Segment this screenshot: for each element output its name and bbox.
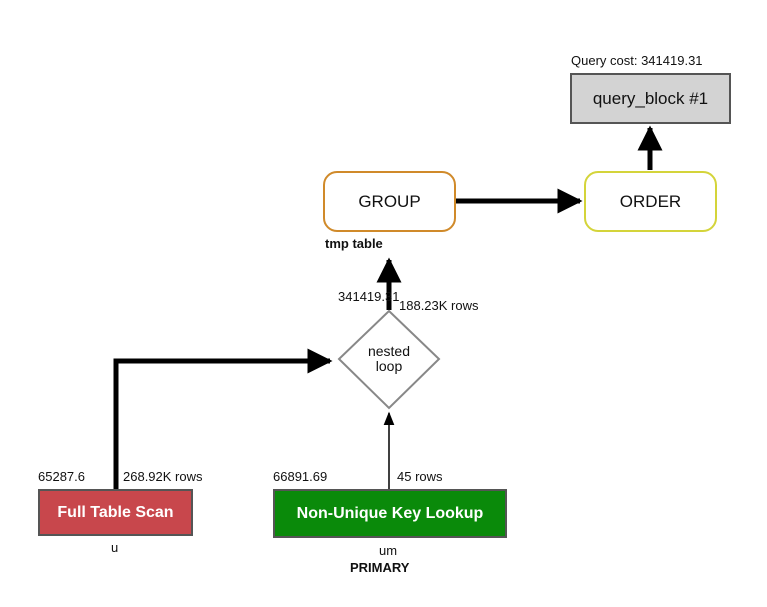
key-lookup-table-label: um: [379, 543, 398, 558]
key-lookup-node[interactable]: Non-Unique Key Lookup: [273, 489, 507, 538]
group-tmp-table-label: tmp table: [325, 236, 383, 251]
nested-loop-cost-label: 341419.31: [338, 289, 400, 304]
key-lookup-rows-label: 45 rows: [397, 469, 443, 484]
query-cost-label: Query cost: 341419.31: [571, 53, 703, 68]
group-node[interactable]: GROUP: [323, 171, 456, 232]
full-table-scan-rows-label: 268.92K rows: [123, 469, 203, 484]
key-lookup-label: Non-Unique Key Lookup: [296, 504, 484, 522]
nested-loop-diamond: [337, 309, 441, 410]
group-label: GROUP: [358, 191, 421, 211]
nested-loop-label-line2: loop: [375, 358, 403, 374]
edge-full-scan-to-nested-loop: [113, 348, 333, 498]
full-table-scan-label: Full Table Scan: [57, 503, 174, 521]
query-block-node[interactable]: query_block #1: [570, 73, 731, 124]
nested-loop-label: nested loop: [349, 344, 429, 374]
query-block-label: query_block #1: [592, 88, 709, 108]
order-label: ORDER: [619, 191, 682, 211]
full-table-scan-cost-label: 65287.6: [38, 469, 85, 484]
full-table-scan-table-label: u: [111, 540, 119, 555]
full-table-scan-node[interactable]: Full Table Scan: [38, 489, 193, 536]
key-lookup-cost-label: 66891.69: [273, 469, 328, 484]
nested-loop-label-line1: nested: [367, 343, 411, 359]
order-node[interactable]: ORDER: [584, 171, 717, 232]
key-lookup-key-label: PRIMARY: [350, 560, 410, 575]
nested-loop-rows-label: 188.23K rows: [399, 298, 479, 313]
